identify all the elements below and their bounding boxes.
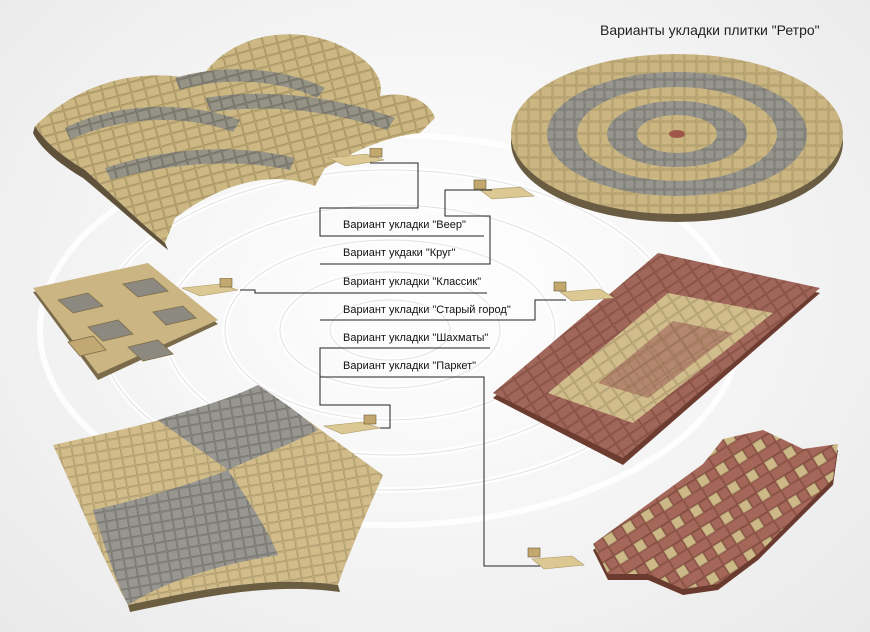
label-parket: Вариант укладки "Паркет" bbox=[343, 360, 477, 372]
parquet-layout-tile bbox=[593, 430, 838, 595]
klassik-connector bbox=[240, 289, 487, 294]
parket-connector bbox=[320, 376, 540, 567]
label-klassik: Вариант укладки "Классик" bbox=[343, 276, 482, 288]
checkerboard-layout-tile bbox=[53, 385, 383, 612]
label-krug: Вариант укдаки "Круг" bbox=[343, 247, 456, 259]
page-title: Варианты укладки плитки "Ретро" bbox=[600, 22, 820, 38]
shakhmaty-connector bbox=[319, 347, 490, 429]
krug-connector bbox=[320, 189, 492, 265]
veer-connector bbox=[319, 162, 484, 237]
classic-layout-tile bbox=[33, 263, 218, 380]
classic-sample-blocks bbox=[180, 278, 239, 297]
old-town-layout-tile bbox=[493, 253, 820, 465]
circle-sample-blocks bbox=[473, 179, 535, 200]
fan-sample-blocks bbox=[326, 148, 385, 167]
old-town-sample-blocks bbox=[553, 281, 615, 302]
label-stary-gorod: Вариант укладки "Старый город" bbox=[343, 304, 511, 316]
fan-layout-tile bbox=[33, 34, 435, 250]
label-shakhmaty: Вариант укладки "Шахматы" bbox=[343, 332, 489, 344]
circle-layout-tile bbox=[511, 54, 843, 222]
stary-gorod-connector bbox=[320, 299, 566, 321]
label-veer: Вариант укладки "Веер" bbox=[343, 219, 466, 231]
